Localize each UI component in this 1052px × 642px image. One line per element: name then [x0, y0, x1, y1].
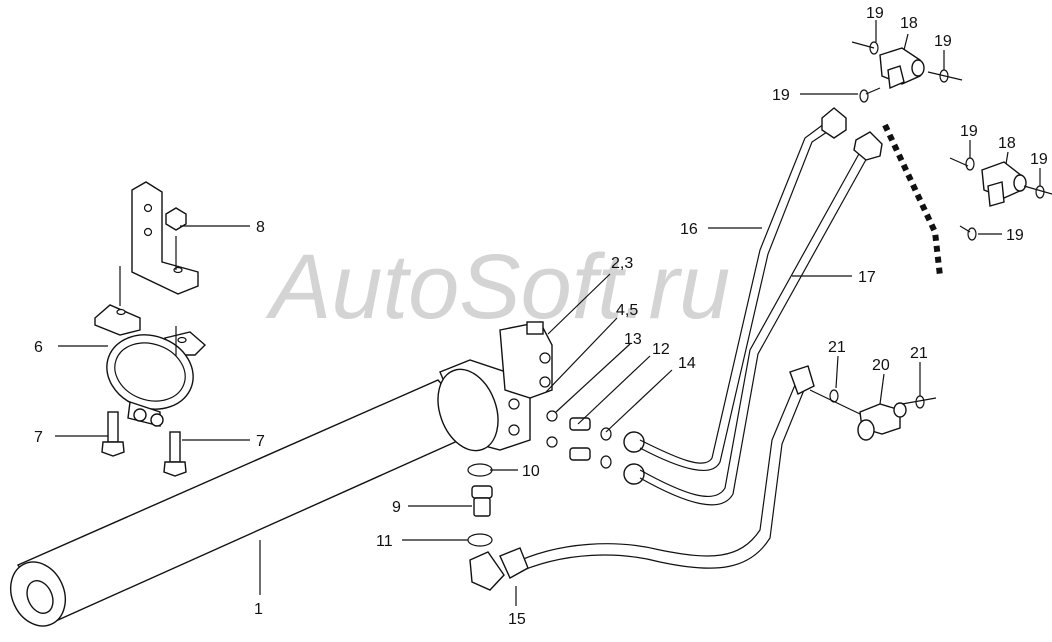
- label-part-19-e: 19: [1030, 151, 1048, 168]
- label-part-13: 13: [624, 331, 642, 348]
- label-part-9: 9: [392, 499, 401, 516]
- label-part-17: 17: [858, 269, 876, 286]
- watermark: AutoSoft.ru: [265, 236, 730, 338]
- tee-fitting-upper: [879, 47, 925, 90]
- adapter: [471, 485, 493, 517]
- label-part-6: 6: [34, 339, 43, 356]
- label-part-20: 20: [872, 357, 890, 374]
- bolt-left: [101, 411, 125, 457]
- label-part-10: 10: [522, 463, 540, 480]
- washers: [467, 41, 1045, 547]
- clamp: [94, 304, 207, 427]
- leader-lines: [55, 20, 1052, 606]
- label-part-19-b: 19: [934, 33, 952, 50]
- label-part-8: 8: [256, 219, 265, 236]
- label-part-19-a: 19: [866, 5, 884, 22]
- label-part-21-right: 21: [910, 345, 928, 362]
- label-part-1: 1: [254, 601, 263, 618]
- bolt-right: [163, 431, 187, 477]
- label-part-21-left: 21: [828, 339, 846, 356]
- pipe-16: [639, 107, 847, 471]
- label-part-11: 11: [376, 533, 393, 550]
- label-part-19-c: 19: [772, 87, 790, 104]
- label-part-7-left: 7: [34, 429, 43, 446]
- mounting-bracket: [131, 181, 199, 295]
- label-part-14: 14: [678, 355, 696, 372]
- hose-15: [469, 365, 815, 591]
- tee-fitting-lower: [981, 161, 1027, 207]
- label-part-7-right: 7: [256, 433, 265, 450]
- label-part-2-3: 2,3: [611, 255, 633, 272]
- callouts: 1 2,3 4,5 6 7 7 8 9 10 11 12 13 14 15 16…: [34, 5, 1048, 628]
- hydraulic-cylinder: [10, 321, 553, 627]
- label-part-15: 15: [508, 611, 526, 628]
- label-part-4-5: 4,5: [616, 302, 638, 319]
- label-part-18-upper: 18: [900, 15, 918, 32]
- fittings: [546, 410, 645, 485]
- label-part-12: 12: [652, 341, 670, 358]
- label-part-18-lower: 18: [998, 135, 1016, 152]
- label-part-19-f: 19: [1006, 227, 1024, 244]
- label-part-19-d: 19: [960, 123, 978, 140]
- elbow-fitting: [857, 402, 907, 441]
- pipe-17: [639, 131, 883, 506]
- label-part-16: 16: [680, 221, 698, 238]
- hose-striped: [882, 123, 943, 277]
